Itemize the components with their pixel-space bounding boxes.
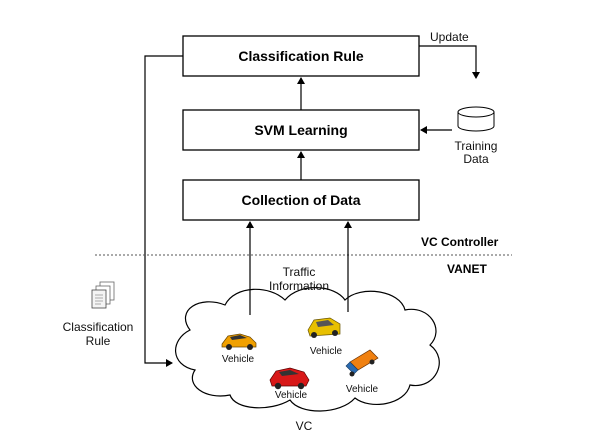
vc-cloud (175, 287, 440, 412)
sports-car-icon (221, 333, 257, 350)
classification-rule-box: Classification Rule (182, 35, 420, 77)
traffic-label-line2: Information (269, 279, 329, 293)
vc-controller-label: VC Controller (421, 235, 499, 249)
vc-label: VC (296, 419, 313, 433)
svm-learning-box: SVM Learning (182, 109, 420, 151)
classification-rule-doc-label-line2: Rule (86, 334, 111, 348)
taxi-icon (307, 317, 341, 338)
traffic-label-line1: Traffic (283, 265, 316, 279)
database-icon (457, 106, 495, 132)
training-label-line2: Data (463, 152, 489, 166)
svm-learning-title: SVM Learning (254, 122, 347, 138)
truck-icon (345, 349, 379, 377)
vehicle-label: Vehicle (222, 354, 255, 365)
update-arrow (419, 45, 480, 79)
vehicle-label: Vehicle (275, 390, 308, 401)
feedback-arrow (144, 55, 183, 367)
collection-of-data-title: Collection of Data (241, 192, 360, 208)
training-label-line1: Training (455, 139, 498, 153)
update-label: Update (430, 30, 469, 44)
red-car-icon (269, 367, 310, 390)
classification-rule-doc-label-line1: Classification (63, 320, 134, 334)
classification-rule-title: Classification Rule (238, 48, 363, 64)
collection-of-data-box: Collection of Data (182, 179, 420, 221)
vehicle-label: Vehicle (346, 384, 379, 395)
document-stack-icon (91, 281, 115, 309)
vehicle-label: Vehicle (310, 346, 343, 357)
vanet-label: VANET (447, 262, 487, 276)
